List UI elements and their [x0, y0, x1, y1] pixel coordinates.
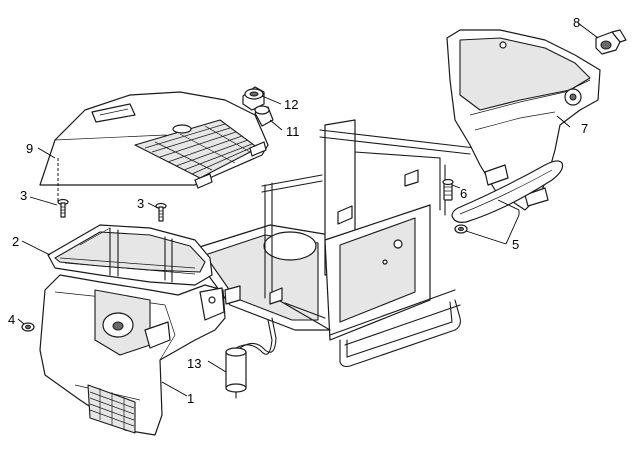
top-cover-part-9 — [39, 91, 269, 189]
cap-part-8 — [595, 29, 627, 55]
grommet-part-4 — [21, 322, 35, 332]
top-panel-part-2 — [47, 224, 213, 286]
sleeve-part-11 — [254, 105, 274, 127]
nut-part-5 — [454, 224, 468, 234]
callout-7: 7 — [581, 121, 588, 136]
chassis-frame — [189, 119, 476, 368]
callout-2: 2 — [12, 234, 19, 249]
callout-4: 4 — [8, 312, 15, 327]
side-shield-part-7 — [446, 29, 601, 223]
lower-housing-part-1 — [39, 274, 241, 436]
cap-part-12 — [242, 86, 265, 111]
callout-labels: 1 2 3 3 4 5 6 7 8 9 11 12 13 — [8, 15, 588, 406]
capacitor-part-13 — [225, 317, 277, 399]
leader-lines — [17, 22, 599, 397]
callout-11: 11 — [286, 124, 300, 139]
screw-part-3-left — [57, 198, 69, 218]
callout-13: 13 — [187, 356, 201, 371]
callout-3-left: 3 — [20, 188, 27, 203]
callout-8: 8 — [573, 15, 580, 30]
callout-9: 9 — [26, 141, 33, 156]
callout-3-right: 3 — [137, 196, 144, 211]
screw-part-3-right — [155, 202, 167, 222]
callout-5: 5 — [512, 237, 519, 252]
callout-1: 1 — [187, 391, 194, 406]
callout-12: 12 — [284, 97, 298, 112]
callout-6: 6 — [460, 186, 467, 201]
bolt-part-6 — [442, 178, 454, 201]
